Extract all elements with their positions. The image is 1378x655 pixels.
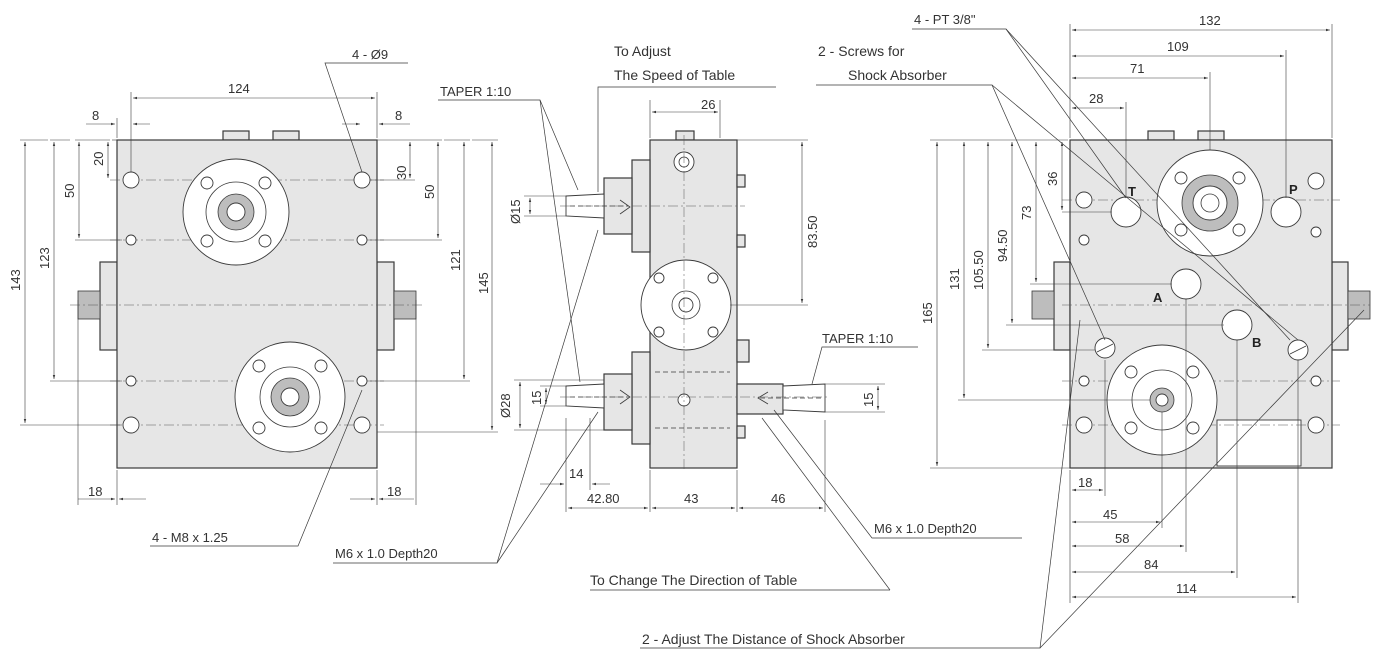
label-change-direction: To Change The Direction of Table	[590, 572, 797, 588]
label-m6-left: M6 x 1.0 Depth20	[335, 546, 438, 561]
left-view-text: 124 8 8 20 50 123 143 30 50 121 145 18 1…	[8, 47, 491, 545]
dim-124: 124	[228, 81, 250, 96]
dim-73: 73	[1019, 206, 1034, 220]
mount-hole-icon	[1075, 172, 1325, 434]
port-label-a: A	[1153, 290, 1163, 305]
label-taper-right: TAPER 1:10	[822, 331, 893, 346]
dim-84: 84	[1144, 557, 1158, 572]
right-view-text: 132 109 71 28 36 73 94.50 105.50 131 165…	[642, 12, 1298, 647]
dim-83-50: 83.50	[805, 215, 820, 248]
dim-109: 109	[1167, 39, 1189, 54]
port-t-icon	[1110, 196, 1142, 228]
dim-165: 165	[920, 302, 935, 324]
middle-view-text: 26 83.50 Ø15 Ø28 15 15 14 42.80 43 46 TA…	[335, 43, 977, 588]
dim-43: 43	[684, 491, 698, 506]
dim-15: 15	[529, 391, 544, 405]
dim-94-50: 94.50	[995, 229, 1010, 262]
upper-flange-icon	[182, 158, 290, 266]
dim-143: 143	[8, 269, 23, 291]
label-adjust-speed-1: To Adjust	[614, 43, 671, 59]
dim-42-80: 42.80	[587, 491, 620, 506]
dim-145: 145	[476, 272, 491, 294]
dim-123: 123	[37, 247, 52, 269]
lower-flange-icon	[234, 341, 346, 453]
dim-18: 18	[387, 484, 401, 499]
dim-105-50: 105.50	[971, 250, 986, 290]
label-pt-ports: 4 - PT 3/8"	[914, 12, 976, 27]
dim-d28: Ø28	[498, 393, 513, 418]
dim-20: 20	[91, 152, 106, 166]
middle-view	[333, 86, 1022, 591]
port-p-icon	[1270, 196, 1302, 228]
label-adjust-shock: 2 - Adjust The Distance of Shock Absorbe…	[642, 631, 905, 647]
dim-8: 8	[395, 108, 402, 123]
label-4-m8: 4 - M8 x 1.25	[152, 530, 228, 545]
dim-131: 131	[947, 268, 962, 290]
port-b-icon	[1221, 309, 1253, 341]
dim-114: 114	[1176, 581, 1197, 596]
mount-hole-icon	[122, 171, 371, 434]
label-m6-right: M6 x 1.0 Depth20	[874, 521, 977, 536]
dim-14: 14	[569, 466, 583, 481]
dim-d15: Ø15	[508, 199, 523, 224]
dim-36: 36	[1045, 172, 1060, 186]
label-screws-1: 2 - Screws for	[818, 43, 905, 59]
dim-58: 58	[1115, 531, 1129, 546]
label-adjust-speed-2: The Speed of Table	[614, 67, 735, 83]
dim-46: 46	[771, 491, 785, 506]
right-view	[640, 24, 1371, 649]
valve-flange-icon	[1156, 149, 1264, 257]
port-label-p: P	[1289, 182, 1298, 197]
dim-28: 28	[1089, 91, 1103, 106]
label-4-d9: 4 - Ø9	[352, 47, 388, 62]
dim-71: 71	[1130, 61, 1144, 76]
lower-flange-icon	[1106, 344, 1218, 456]
dim-45: 45	[1103, 507, 1117, 522]
nameplate	[1216, 419, 1302, 467]
dim-50: 50	[62, 184, 77, 198]
dim-18: 18	[1078, 475, 1092, 490]
port-a-icon	[1170, 268, 1202, 300]
label-taper-left: TAPER 1:10	[440, 84, 511, 99]
dim-121: 121	[448, 249, 463, 271]
dim-15: 15	[861, 393, 876, 407]
dim-132: 132	[1199, 13, 1221, 28]
dim-50: 50	[422, 185, 437, 199]
port-label-b: B	[1252, 335, 1261, 350]
port-label-t: T	[1128, 184, 1136, 199]
dim-26: 26	[701, 97, 715, 112]
label-screws-2: Shock Absorber	[848, 67, 947, 83]
dim-8: 8	[92, 108, 99, 123]
left-view	[20, 62, 498, 547]
dim-18: 18	[88, 484, 102, 499]
dim-30: 30	[394, 166, 409, 180]
